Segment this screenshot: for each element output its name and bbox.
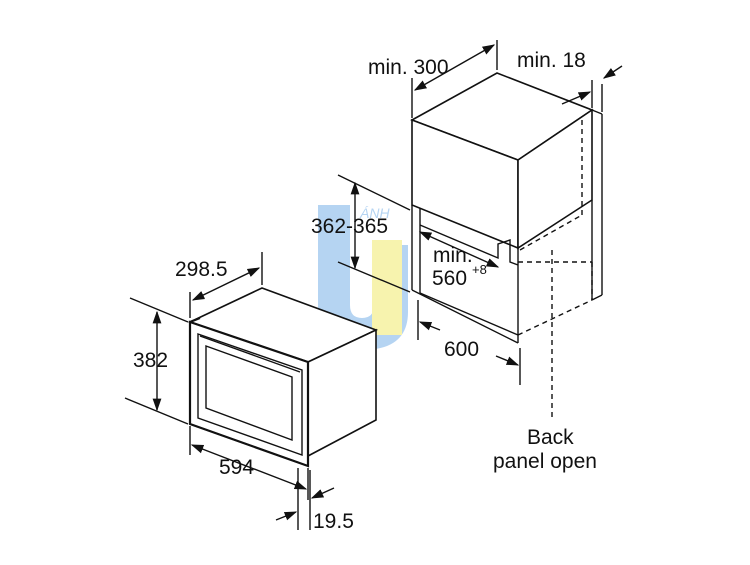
back-panel-line1: Back (527, 426, 574, 449)
back-panel-note: Back panel open (493, 426, 597, 473)
dimension-cabinet-depth: 600 (417, 300, 521, 385)
dimension-niche-depth: min. 560 +8 (418, 231, 500, 290)
dimension-front-panel: 19.5 (275, 468, 354, 533)
watermark-text: ÁNH (359, 205, 390, 221)
oven-depth-label: 298.5 (175, 258, 228, 281)
niche-depth-tolerance: +8 (472, 262, 487, 277)
niche-depth-value: 560 (432, 267, 467, 290)
cabinet-depth-label: 600 (444, 338, 479, 361)
dimension-niche-height: 362-365 (311, 174, 411, 293)
niche-height-label: 362-365 (311, 215, 388, 238)
dimension-oven-width: 594 (189, 426, 309, 500)
front-panel-label: 19.5 (313, 510, 354, 533)
dimension-oven-depth: 298.5 (175, 252, 263, 318)
oven-door-glass (205, 345, 293, 442)
watermark-yellow-shape (372, 240, 402, 335)
back-panel-line2: panel open (493, 450, 597, 473)
niche-depth-label: min. (433, 244, 473, 267)
cabinet-drawing (410, 72, 603, 420)
oven-drawing (187, 287, 379, 468)
dimension-cabinet-wall: min. 18 (517, 49, 623, 112)
niche-width-label: min. 300 (368, 56, 449, 79)
dimension-oven-height: 382 (124, 297, 189, 425)
oven-width-label: 594 (219, 456, 254, 479)
dimension-niche-width: min. 300 (368, 40, 498, 118)
oven-height-label: 382 (133, 349, 168, 372)
cabinet-wall-label: min. 18 (517, 49, 586, 72)
watermark-logo: ÁNH (318, 205, 408, 350)
